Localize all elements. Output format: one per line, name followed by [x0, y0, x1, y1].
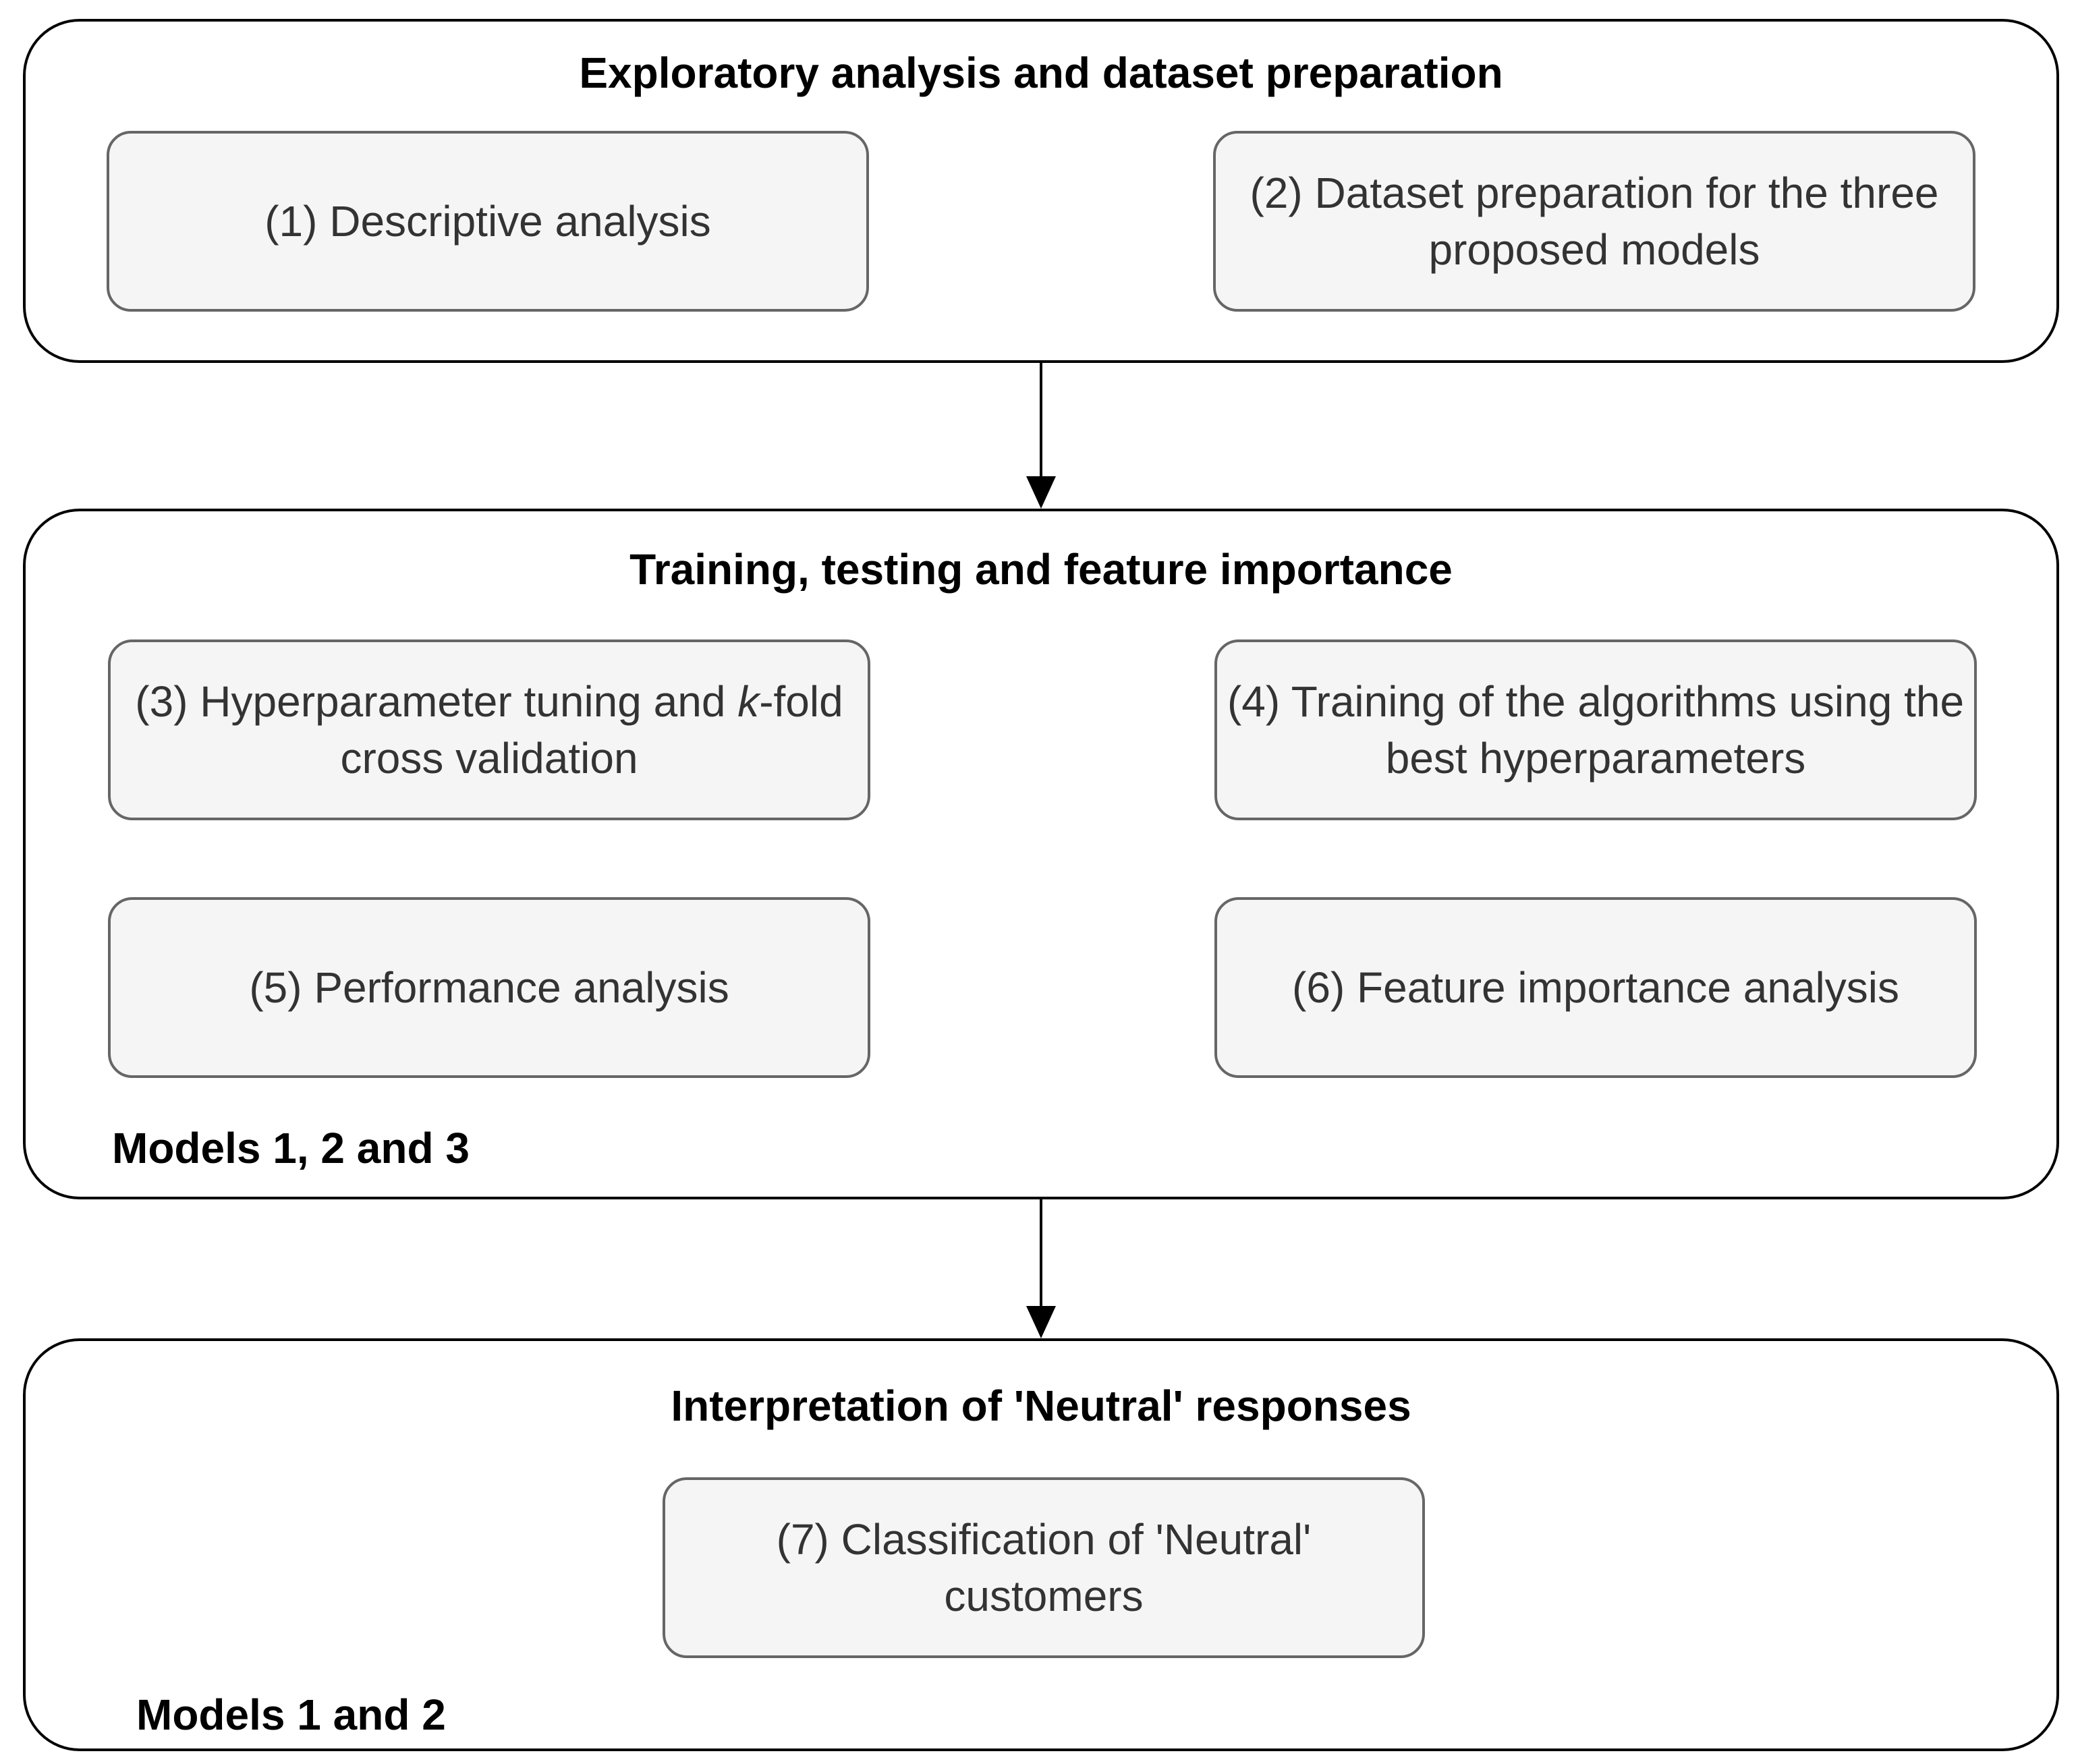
phase-training-testing: Training, testing and feature importance…	[23, 509, 2059, 1199]
step-hyperparameter-tuning: (3) Hyperparameter tuning and k-fold cro…	[108, 639, 870, 820]
step-label: (2) Dataset preparation for the three pr…	[1250, 169, 1939, 274]
phase-models-label: Models 1 and 2	[136, 1690, 446, 1739]
step-performance-analysis: (5) Performance analysis	[108, 897, 870, 1078]
step-dataset-preparation: (2) Dataset preparation for the three pr…	[1213, 131, 1975, 312]
phase-models-label: Models 1, 2 and 3	[112, 1124, 470, 1172]
step-label: (7) Classification of 'Neutral' customer…	[776, 1515, 1312, 1620]
step-label: (5) Performance analysis	[249, 963, 729, 1012]
connector-arrow-1-to-2	[1026, 363, 1056, 509]
step-label: (6) Feature importance analysis	[1292, 963, 1899, 1012]
step-descriptive-analysis: (1) Descriptive analysis	[107, 131, 869, 312]
step-label: (3) Hyperparameter tuning and k-fold cro…	[135, 677, 843, 783]
step-label: (1) Descriptive analysis	[264, 197, 711, 246]
phase-exploratory-analysis: Exploratory analysis and dataset prepara…	[23, 19, 2059, 363]
step-feature-importance: (6) Feature importance analysis	[1214, 897, 1977, 1078]
step-label: (4) Training of the algorithms using the…	[1227, 677, 1965, 783]
step-training-algorithms: (4) Training of the algorithms using the…	[1214, 639, 1977, 820]
step-neutral-classification: (7) Classification of 'Neutral' customer…	[663, 1477, 1425, 1658]
connector-arrow-2-to-3	[1026, 1199, 1056, 1338]
phase-neutral-interpretation: Interpretation of 'Neutral' responses (7…	[23, 1338, 2059, 1751]
phase-title: Interpretation of 'Neutral' responses	[671, 1382, 1411, 1430]
phase-title: Training, testing and feature importance	[629, 545, 1453, 594]
phase-title: Exploratory analysis and dataset prepara…	[579, 49, 1503, 97]
